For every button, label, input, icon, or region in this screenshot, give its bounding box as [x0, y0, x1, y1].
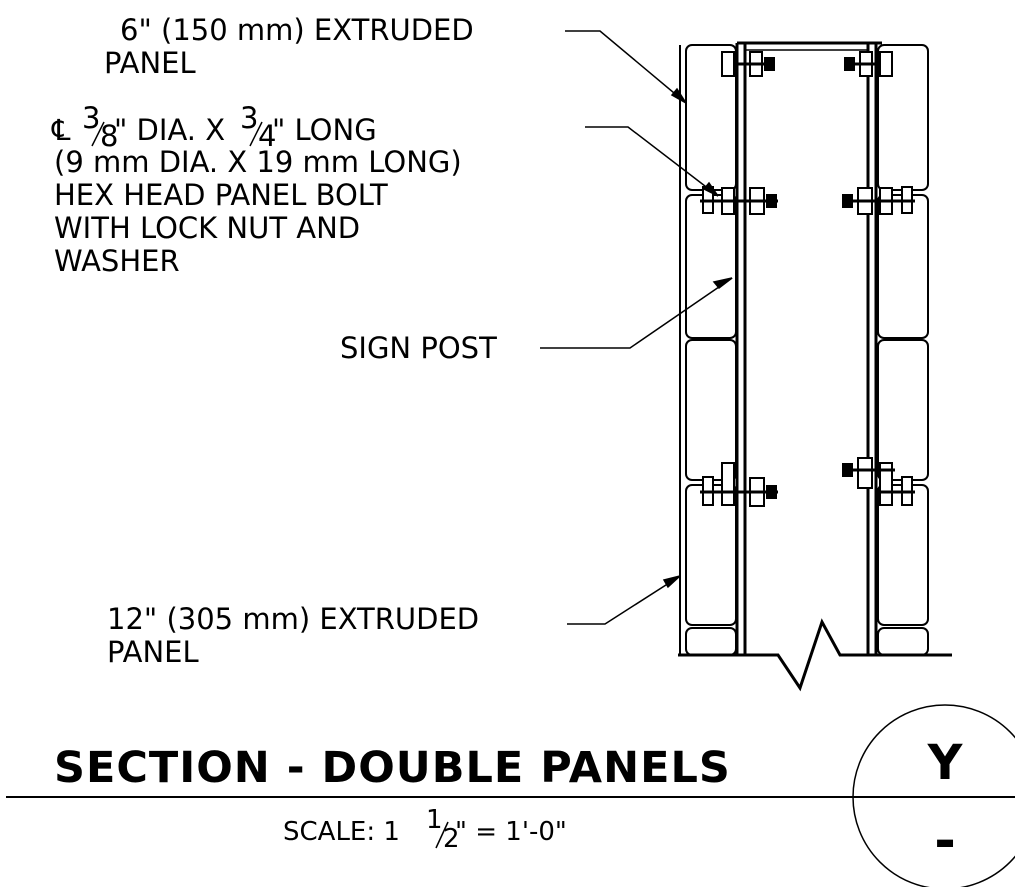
fraction-3-4-num: 3 — [240, 101, 258, 135]
sheet-reference: - — [934, 811, 956, 871]
leader-panel-6in — [565, 30, 687, 104]
section-id: Y — [927, 735, 964, 791]
bolt-upper-right — [842, 186, 915, 215]
bolt-top-right — [844, 51, 893, 77]
scale-prefix: SCALE: 1 — [283, 817, 400, 847]
scale-fraction-den: 2 — [443, 824, 460, 854]
label-bolt-dia: " DIA. X — [114, 113, 225, 147]
label-bolt-line4: WITH LOCK NUT AND — [54, 211, 360, 245]
ground-break-line — [678, 618, 952, 692]
bolt-lower-right — [842, 457, 915, 506]
leader-panel-12in — [567, 575, 681, 625]
right-panel-12in-a — [877, 194, 929, 339]
right-panel-12in-b — [877, 339, 929, 481]
label-6in-panel-line1: 6" (150 mm) EXTRUDED — [120, 13, 474, 47]
bolt-upper-left — [700, 186, 778, 215]
centerline-symbol: ℄ — [51, 113, 71, 147]
leader-lines — [540, 30, 733, 625]
left-panel-base — [685, 627, 737, 656]
label-sign-post: SIGN POST — [340, 331, 497, 365]
leader-sign-post — [540, 277, 733, 349]
right-panel-base — [877, 627, 929, 656]
bolt-lower-left — [700, 462, 778, 507]
left-panel-stack — [679, 44, 737, 656]
bolt-top-left — [721, 51, 775, 77]
label-bolt-long: " LONG — [272, 113, 377, 147]
leader-bolt — [585, 126, 719, 197]
left-panel-12in-b — [685, 339, 737, 481]
scale-suffix: " = 1'-0" — [455, 817, 567, 847]
scale-fraction-num: 1 — [426, 805, 443, 835]
left-panel-12in-a — [685, 194, 737, 339]
bolt-assemblies — [700, 51, 915, 507]
label-bolt-line5: WASHER — [54, 244, 180, 278]
label-6in-panel-line2: PANEL — [104, 46, 196, 80]
fraction-3-4-den: 4 — [258, 119, 276, 153]
label-bolt-line3: HEX HEAD PANEL BOLT — [54, 178, 388, 212]
sign-post-frame — [735, 41, 882, 655]
section-title: SECTION - DOUBLE PANELS — [54, 743, 731, 793]
label-bolt-line2: (9 mm DIA. X 19 mm LONG) — [54, 145, 462, 179]
label-12in-panel-line1: 12" (305 mm) EXTRUDED — [107, 602, 479, 636]
fraction-3-8-num: 3 — [82, 101, 100, 135]
label-12in-panel-line2: PANEL — [107, 635, 199, 669]
fraction-3-8-den: 8 — [100, 119, 118, 153]
right-panel-stack — [877, 44, 929, 656]
section-bubble — [852, 704, 1015, 887]
